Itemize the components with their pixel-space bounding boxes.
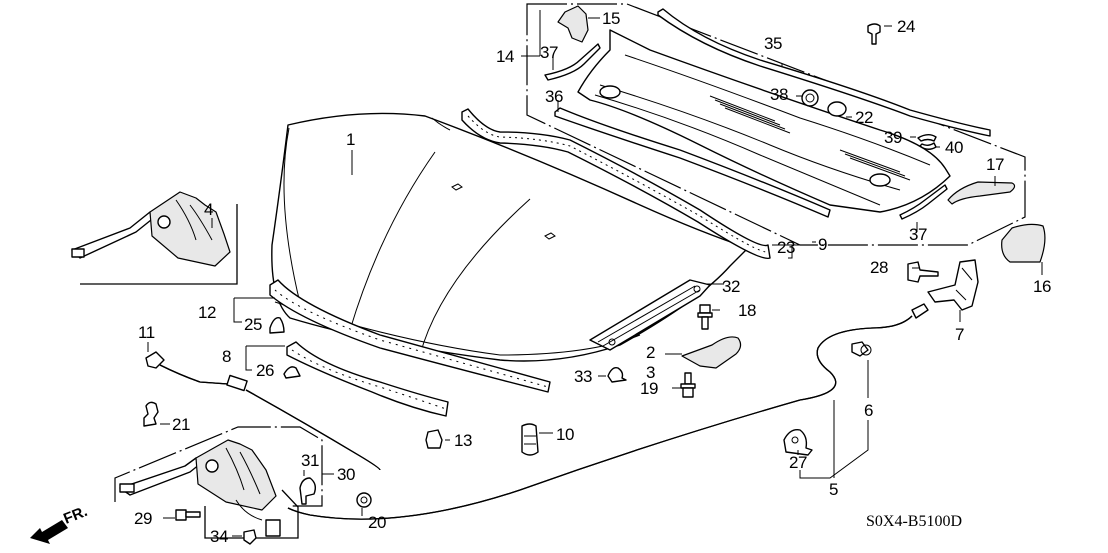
callout-6[interactable]: 6	[864, 401, 874, 420]
cowl-seal-36[interactable]	[554, 107, 831, 218]
grommet-6[interactable]	[851, 341, 872, 357]
grommet-20[interactable]	[356, 492, 372, 508]
callout-40[interactable]: 40	[945, 138, 963, 157]
cowl-top-assembly[interactable]	[577, 29, 951, 213]
callout-33[interactable]: 33	[574, 367, 592, 386]
hood-stopper-10[interactable]	[521, 423, 539, 456]
callout-18[interactable]: 18	[738, 301, 756, 320]
callout-37a[interactable]: 37	[540, 43, 558, 62]
rod-holder-21[interactable]	[143, 401, 159, 427]
clip-26[interactable]	[283, 366, 301, 379]
clip-33[interactable]	[607, 366, 627, 383]
callout-35[interactable]: 35	[764, 34, 782, 53]
callout-21[interactable]: 21	[172, 415, 190, 434]
hood-release-cable-5[interactable]	[287, 303, 929, 520]
callout-4[interactable]: 4	[204, 200, 214, 219]
flange-bolt-18[interactable]	[697, 304, 713, 330]
front-direction-arrow: FR.	[30, 503, 90, 544]
hood-seal-32[interactable]	[589, 279, 711, 351]
cowl-group-outline	[526, 3, 1026, 246]
cowl-bracket-15[interactable]	[557, 5, 589, 43]
hood-opener-7[interactable]	[927, 259, 979, 311]
callout-labels: 1 2 3 4 5 6 7 8 9 10 11 12 13 14 15 16 1…	[134, 9, 1051, 546]
callout-27[interactable]: 27	[789, 453, 807, 472]
flange-bolt-29[interactable]	[175, 509, 201, 521]
grommet-38[interactable]	[801, 89, 819, 107]
flange-bolt-19[interactable]	[680, 372, 696, 398]
hood-lock-lower-box	[114, 426, 323, 539]
callout-12[interactable]: 12	[198, 303, 216, 322]
callout-15[interactable]: 15	[602, 9, 620, 28]
callout-11[interactable]: 11	[138, 323, 155, 342]
front-direction-label: FR.	[61, 503, 90, 528]
callout-24[interactable]: 24	[897, 17, 915, 36]
hood-lock-30[interactable]	[119, 439, 281, 537]
callout-22[interactable]: 22	[855, 108, 873, 127]
callout-20[interactable]: 20	[368, 513, 386, 532]
callout-1[interactable]: 1	[346, 130, 356, 149]
hood-front-seal-12[interactable]	[269, 279, 551, 393]
hood-lock-4[interactable]	[71, 191, 231, 267]
callout-37b[interactable]: 37	[909, 225, 927, 244]
clip-34[interactable]	[243, 529, 257, 545]
callout-39[interactable]: 39	[884, 128, 902, 147]
diagram-code: S0X4-B5100D	[866, 513, 962, 530]
front-seal-rubber-8[interactable]	[286, 341, 449, 417]
callout-23[interactable]: 23	[777, 238, 795, 257]
rear-seal-rubber-9[interactable]	[461, 108, 771, 260]
hood-cushion-13[interactable]	[425, 429, 443, 449]
cable-clamp-27[interactable]	[783, 429, 813, 456]
callout-28[interactable]: 28	[870, 258, 888, 277]
hood-hinge-2-3[interactable]	[681, 336, 742, 369]
cowl-seal-37-left[interactable]	[544, 43, 601, 81]
callout-7[interactable]: 7	[955, 325, 965, 344]
hood-support-rod-11[interactable]	[145, 351, 381, 471]
cowl-seal-35[interactable]	[657, 8, 991, 137]
callout-29[interactable]: 29	[134, 509, 152, 528]
callout-30[interactable]: 30	[337, 465, 355, 484]
callout-34[interactable]: 34	[210, 527, 228, 546]
callout-26[interactable]: 26	[256, 361, 274, 380]
callout-31[interactable]: 31	[301, 451, 319, 470]
callout-32[interactable]: 32	[722, 277, 740, 296]
callout-16[interactable]: 16	[1033, 277, 1051, 296]
callout-13[interactable]: 13	[454, 431, 472, 450]
cover-16[interactable]	[1001, 223, 1046, 263]
callout-38[interactable]: 38	[770, 85, 788, 104]
hood-lock-4-box	[80, 204, 238, 285]
cowl-side-cover-17[interactable]	[947, 181, 1016, 205]
callout-17[interactable]: 17	[986, 155, 1004, 174]
callout-9[interactable]: 9	[818, 235, 828, 254]
callout-36[interactable]: 36	[545, 87, 563, 106]
callout-14[interactable]: 14	[496, 47, 514, 66]
bolt-28[interactable]	[907, 261, 939, 283]
callout-5[interactable]: 5	[829, 480, 839, 499]
cowl-seal-37-right[interactable]	[899, 184, 948, 220]
cap-22[interactable]	[827, 101, 847, 117]
callout-2[interactable]: 2	[646, 343, 656, 362]
callout-10[interactable]: 10	[556, 425, 574, 444]
clip-31[interactable]	[299, 477, 317, 505]
clip-25[interactable]	[269, 317, 285, 334]
clip-24[interactable]	[867, 23, 881, 45]
nozzle-39-40[interactable]	[917, 134, 937, 150]
cowl-grille	[709, 95, 911, 181]
callout-3[interactable]: 3	[646, 363, 656, 382]
callout-8[interactable]: 8	[222, 347, 232, 366]
callout-25[interactable]: 25	[244, 315, 262, 334]
leader-lines	[147, 10, 1043, 537]
callout-19[interactable]: 19	[640, 379, 658, 398]
